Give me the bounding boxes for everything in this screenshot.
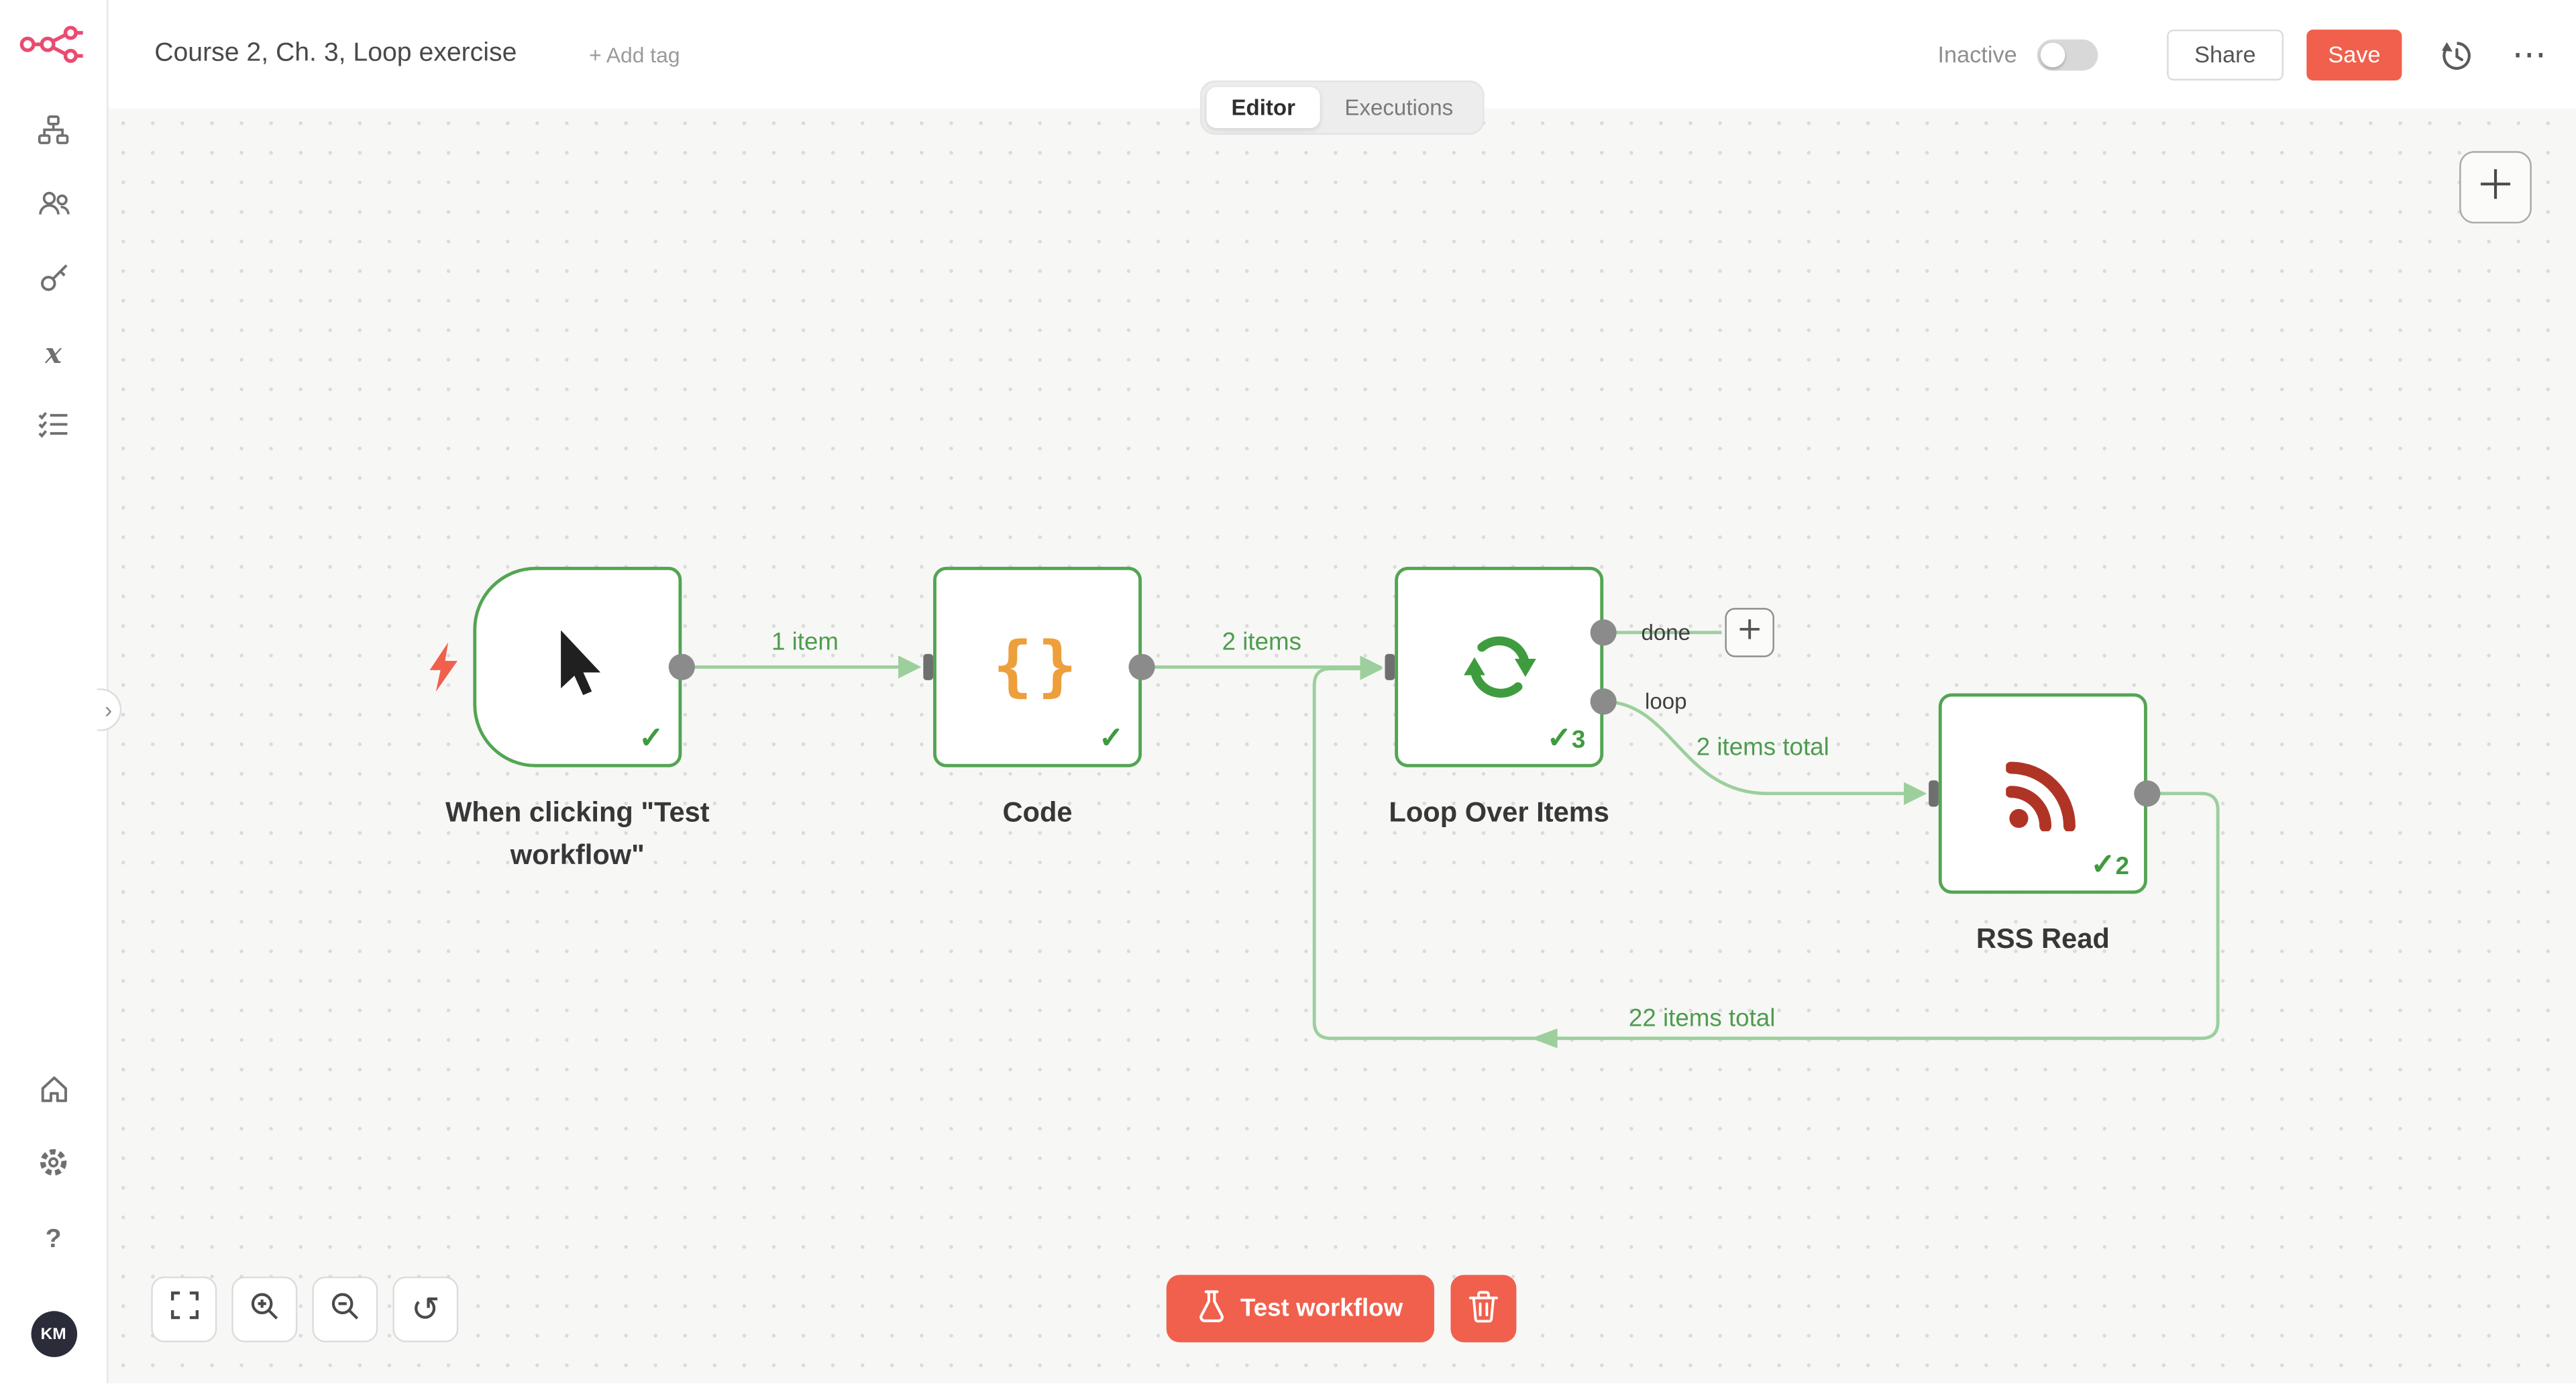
test-workflow-label: Test workflow <box>1240 1294 1403 1323</box>
active-toggle[interactable] <box>2037 38 2098 70</box>
trigger-bolt-icon <box>425 642 462 700</box>
output-connector[interactable] <box>668 653 695 680</box>
output-connector[interactable] <box>1128 653 1155 680</box>
user-avatar[interactable]: KM <box>30 1312 76 1358</box>
test-workflow-button[interactable]: Test workflow <box>1166 1275 1434 1342</box>
zoom-out-button[interactable] <box>312 1276 378 1342</box>
node-title: When clicking "Test workflow" <box>445 796 710 870</box>
success-check: ✓2 <box>2090 849 2129 884</box>
sidebar-item-executions[interactable] <box>30 406 76 452</box>
history-icon[interactable] <box>2440 37 2474 71</box>
rss-icon <box>1942 696 2144 890</box>
save-button[interactable]: Save <box>2306 28 2402 80</box>
sidebar-bottom: ? KM <box>30 1070 76 1358</box>
sidebar-item-workflows[interactable] <box>30 110 76 156</box>
credentials-icon <box>39 262 68 300</box>
node-code[interactable]: {} ✓ <box>933 566 1142 767</box>
help-icon: ? <box>45 1226 62 1255</box>
output-label-loop: loop <box>1645 689 1687 714</box>
flask-icon <box>1197 1289 1226 1328</box>
add-tag-button[interactable]: + Add tag <box>589 42 680 67</box>
sidebar-item-variables[interactable]: x <box>30 332 76 378</box>
workflow-status-label: Inactive <box>1937 41 2017 68</box>
input-connector[interactable] <box>923 653 934 680</box>
add-node-on-done-button[interactable] <box>1725 608 1774 657</box>
sidebar-item-help[interactable]: ? <box>30 1218 76 1265</box>
tab-executions[interactable]: Executions <box>1344 95 1454 120</box>
node-title: Code <box>1002 796 1073 829</box>
sidebar-item-credentials[interactable] <box>30 258 76 304</box>
sidebar-nav: x <box>30 110 76 451</box>
connection-label: 1 item <box>771 628 839 657</box>
connection-lines <box>682 631 2220 1049</box>
delete-workflow-button[interactable] <box>1450 1275 1517 1342</box>
check-icon: ✓ <box>639 722 664 755</box>
trash-icon <box>1468 1289 1498 1327</box>
workflow-canvas[interactable]: 1 item 2 items 2 items total 22 items to… <box>108 108 2576 1384</box>
check-icon: ✓ <box>2090 848 2116 882</box>
fit-view-button[interactable] <box>151 1276 217 1342</box>
connection-label: 22 items total <box>1628 1004 1776 1033</box>
cursor-icon <box>476 570 678 764</box>
workflow-title[interactable]: Course 2, Ch. 3, Loop exercise <box>154 39 517 68</box>
items-count-badge: 2 <box>2115 853 2129 882</box>
workflows-icon <box>38 114 69 152</box>
connection-label: 2 items total <box>1696 733 1829 762</box>
input-connector[interactable] <box>1385 653 1395 680</box>
zoom-out-icon <box>330 1291 360 1328</box>
node-title: Loop Over Items <box>1389 796 1609 829</box>
zoom-in-button[interactable] <box>231 1276 298 1342</box>
loop-icon <box>1398 570 1600 764</box>
node-title: RSS Read <box>1976 923 2110 955</box>
executions-icon <box>38 411 69 447</box>
sidebar-item-settings[interactable] <box>30 1144 76 1190</box>
node-loop-over-items[interactable]: ✓3 <box>1395 566 1604 767</box>
plus-icon <box>2479 167 2512 208</box>
success-check: ✓ <box>1099 722 1124 757</box>
settings-icon <box>38 1147 69 1187</box>
home-icon <box>39 1075 68 1112</box>
add-node-button[interactable] <box>2459 151 2532 224</box>
input-connector[interactable] <box>1929 780 1939 807</box>
reset-zoom-button[interactable]: ↺ <box>392 1276 459 1342</box>
output-connector[interactable] <box>2134 780 2161 807</box>
undo-icon: ↺ <box>411 1290 440 1329</box>
node-rss-read[interactable]: ✓2 <box>1938 693 2147 894</box>
success-check: ✓ <box>639 722 663 757</box>
templates-icon <box>37 189 70 225</box>
share-button[interactable]: Share <box>2166 28 2284 80</box>
sidebar: x <box>0 0 109 1384</box>
more-options-icon[interactable]: ⋯ <box>2512 35 2546 73</box>
tab-editor[interactable]: Editor <box>1206 87 1320 129</box>
check-icon: ✓ <box>1546 722 1572 755</box>
plus-icon <box>1738 617 1761 649</box>
items-count-badge: 3 <box>1571 727 1586 755</box>
code-braces-icon: {} <box>993 629 1082 705</box>
output-connector-loop[interactable] <box>1590 688 1617 715</box>
output-connector-done[interactable] <box>1590 619 1617 646</box>
zoom-in-icon <box>250 1291 279 1328</box>
output-label-done: done <box>1641 620 1691 645</box>
connection-label: 2 items <box>1222 628 1302 657</box>
node-when-clicking-test-workflow[interactable]: ✓ <box>473 566 682 767</box>
canvas-controls: ↺ <box>151 1276 459 1342</box>
toggle-knob <box>2039 42 2065 67</box>
sidebar-item-templates[interactable] <box>30 184 76 230</box>
check-icon: ✓ <box>1099 722 1124 755</box>
success-check: ✓3 <box>1547 722 1585 757</box>
sidebar-item-home[interactable] <box>30 1070 76 1116</box>
n8n-logo[interactable] <box>19 23 88 74</box>
variables-icon: x <box>45 338 62 372</box>
editor-executions-tabs: Editor Executions <box>1201 82 1483 134</box>
fit-view-icon <box>170 1291 198 1328</box>
top-bar-actions: Inactive Share Save ⋯ <box>1937 28 2546 80</box>
